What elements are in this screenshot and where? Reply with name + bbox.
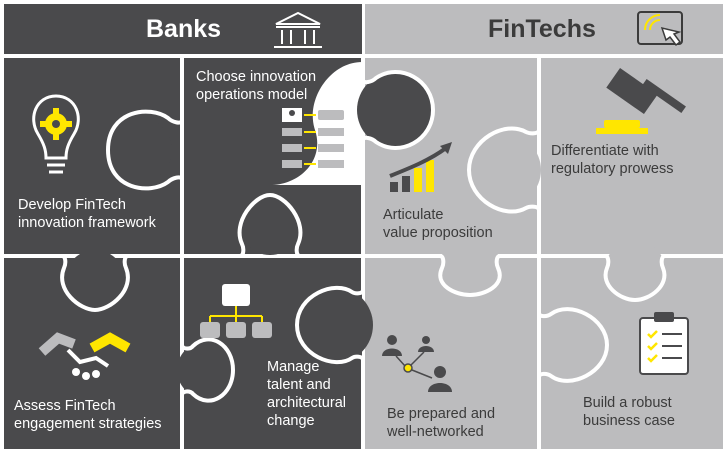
fintechs-title: FinTechs [488, 15, 596, 43]
label-develop: Develop FinTech innovation framework [18, 196, 156, 232]
label-choose-line2: operations model [196, 87, 308, 103]
org-chart-icon [200, 284, 272, 338]
label-manage-line1: Manage [267, 359, 320, 375]
label-manage-line3: architectural [267, 395, 346, 411]
label-prepared-line1: Be prepared and [387, 406, 496, 422]
knob-develop-assess [65, 250, 125, 310]
knob-develop-choose [108, 118, 172, 182]
label-differentiate-line2: regulatory prowess [551, 161, 674, 177]
knob-choose-manage [240, 195, 300, 255]
label-assess-line1: Assess FinTech [14, 398, 116, 414]
label-articulate: Articulate value proposition [383, 206, 493, 242]
label-build: Build a robust business case [583, 394, 675, 430]
knob-build-prepared [543, 313, 607, 377]
label-manage: Manage talent and architectural change [267, 358, 346, 430]
puzzle-seams [4, 58, 723, 449]
label-assess-line2: engagement strategies [14, 416, 162, 432]
handshake-icon [38, 332, 131, 380]
label-choose-line1: Choose innovation [196, 69, 317, 85]
knob-prepared-articulate [440, 235, 500, 295]
knob-assess-manage [177, 342, 233, 398]
label-manage-line2: talent and [267, 377, 331, 393]
label-differentiate: Differentiate with regulatory prowess [551, 142, 674, 178]
knob-manage-prepared [297, 287, 373, 363]
clipboard-checklist-icon [639, 312, 689, 375]
network-people-icon [382, 335, 452, 392]
label-build-line2: business case [583, 413, 675, 429]
banks-title: Banks [146, 15, 222, 43]
label-assess: Assess FinTech engagement strategies [14, 397, 162, 433]
label-develop-line2: innovation framework [18, 215, 156, 231]
bank-building-icon [274, 11, 322, 48]
label-build-line1: Build a robust [583, 395, 672, 411]
knob-choose-articulate [357, 72, 433, 148]
label-differentiate-line1: Differentiate with [551, 143, 659, 159]
knob-articulate-differentiate [469, 134, 541, 206]
label-articulate-line2: value proposition [383, 225, 493, 241]
knob-differentiate-build [605, 240, 665, 300]
label-prepared-line2: well-networked [387, 424, 484, 440]
label-prepared: Be prepared and well-networked [387, 405, 495, 441]
growth-bar-chart-icon [389, 142, 452, 192]
tablet-touch-icon [637, 11, 683, 47]
banks-header [4, 4, 362, 54]
gavel-icon [596, 67, 686, 134]
label-articulate-line1: Articulate [383, 207, 444, 223]
label-choose: Choose innovation operations model [196, 68, 316, 104]
label-develop-line1: Develop FinTech [18, 197, 126, 213]
piece-choose [184, 58, 362, 254]
label-manage-line4: change [267, 413, 315, 429]
lightbulb-gear-icon [32, 94, 80, 174]
process-flow-icon [282, 108, 344, 168]
